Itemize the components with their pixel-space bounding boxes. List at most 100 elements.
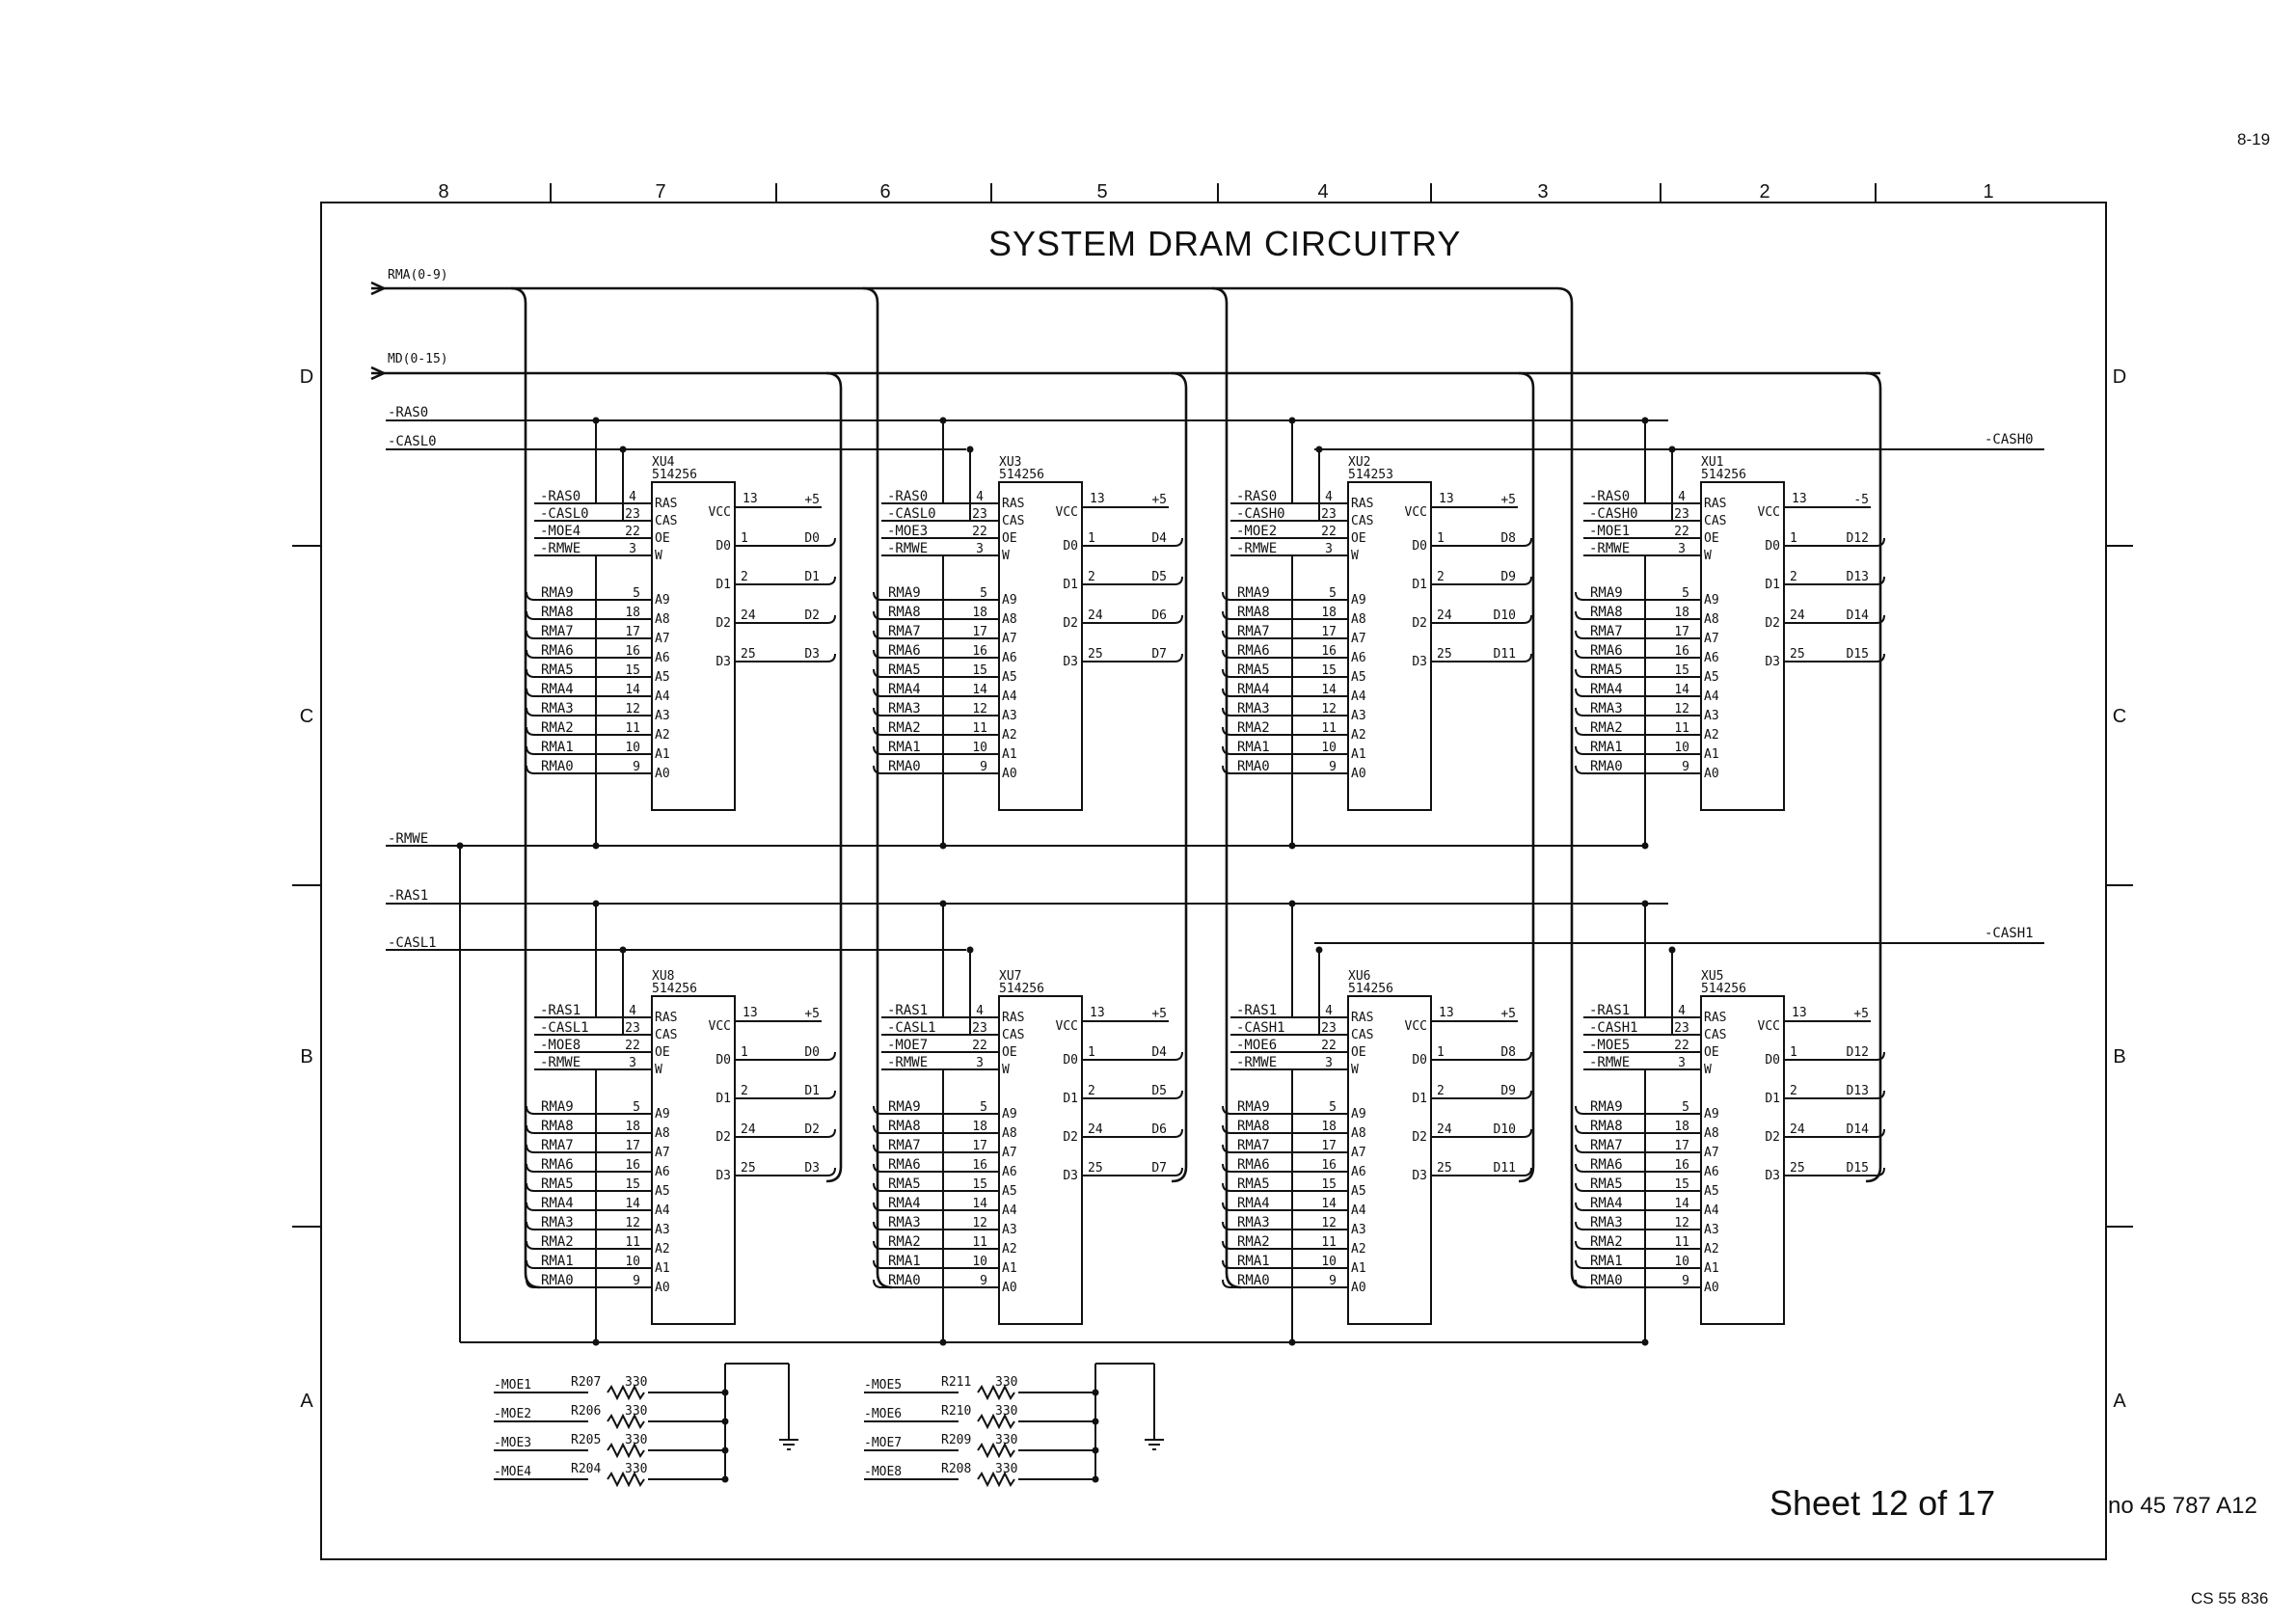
addr-signal: RMA0	[1237, 1273, 1270, 1288]
pin-number: 23	[1674, 507, 1689, 522]
addr-signal: RMA6	[888, 643, 921, 659]
pin-signal: -CASH0	[1236, 506, 1285, 522]
ic-ref: XU1	[1701, 455, 1723, 470]
addr-wire	[526, 1259, 652, 1269]
pin-name: A7	[1351, 1146, 1366, 1160]
addr-signal: RMA8	[1590, 1119, 1623, 1134]
addr-wire	[873, 668, 999, 678]
vcc-label: +5	[804, 1007, 820, 1021]
junction-dot	[1641, 417, 1649, 424]
column-label: 5	[1096, 181, 1107, 203]
ic-part-number: 514256	[652, 982, 697, 996]
pin-number: 3	[1325, 542, 1333, 556]
ic-xu7	[998, 995, 1083, 1325]
addr-wire	[1575, 591, 1701, 601]
pin-name: A4	[655, 689, 670, 704]
addr-wire	[526, 1182, 652, 1192]
pin-name: A4	[1002, 1203, 1017, 1218]
addr-wire	[1575, 1124, 1701, 1134]
pin-signal: -RMWE	[887, 541, 928, 556]
pin-name: D2	[716, 616, 731, 631]
pin-name: A3	[1002, 709, 1017, 723]
data-signal: D11	[1494, 1161, 1516, 1176]
data-wire	[1784, 653, 1885, 662]
pin-number: 22	[972, 525, 987, 539]
signal-cash0: -CASH0	[1985, 432, 2034, 447]
column-label: 3	[1537, 181, 1548, 203]
ic-part-number: 514256	[999, 982, 1044, 996]
pin-name: A5	[655, 670, 670, 685]
pin-name: A8	[655, 1126, 670, 1141]
pin-number: 2	[1790, 570, 1797, 584]
addr-signal: RMA5	[1237, 1176, 1270, 1192]
addr-wire	[526, 726, 652, 736]
addr-wire	[1575, 688, 1701, 697]
resistor-icon	[977, 1471, 1015, 1488]
pin-number: 16	[1321, 644, 1337, 659]
pin-number: 4	[1325, 1004, 1333, 1018]
addr-wire	[873, 649, 999, 659]
addr-signal: RMA8	[541, 1119, 574, 1134]
data-signal: D13	[1847, 1084, 1869, 1098]
addr-wire	[526, 1105, 652, 1115]
pin-name: A0	[655, 767, 670, 781]
addr-wire	[1222, 1144, 1348, 1153]
pin-name: D1	[1063, 1092, 1078, 1106]
ic-part-number: 514256	[1701, 468, 1746, 482]
pin-name: A2	[655, 728, 670, 743]
resistor-ref: R206	[571, 1404, 601, 1419]
pin-number: 9	[980, 760, 987, 774]
data-wire	[1082, 653, 1183, 662]
pin-name: D1	[716, 578, 731, 592]
pin-name: W	[1704, 1063, 1712, 1077]
addr-wire	[1222, 765, 1348, 774]
junction-dot	[619, 946, 627, 954]
resistor-signal: -MOE3	[494, 1436, 531, 1450]
junction-dot	[1288, 417, 1296, 424]
addr-signal: RMA3	[1237, 1215, 1270, 1230]
pin-name: A6	[1704, 1165, 1719, 1179]
bus-md-branch	[1518, 371, 1535, 1183]
pin-number: 15	[625, 1177, 640, 1192]
pin-name: VCC	[709, 1019, 731, 1034]
pin-number: 11	[1674, 721, 1689, 736]
addr-signal: RMA3	[541, 701, 574, 716]
pin-name: A7	[1704, 632, 1719, 646]
pin-name: A0	[1351, 1281, 1366, 1295]
pin-name: A5	[1002, 670, 1017, 685]
pin-number: 2	[1088, 1084, 1095, 1098]
pin-name: A1	[1704, 1261, 1719, 1276]
pin-number: 3	[976, 542, 984, 556]
data-wire	[1784, 614, 1885, 624]
pin-number: 12	[1321, 702, 1337, 716]
pin-signal: -RMWE	[1589, 541, 1630, 556]
pin-name: A8	[1351, 1126, 1366, 1141]
addr-signal: RMA4	[1237, 682, 1270, 697]
pin-number: 16	[625, 1158, 640, 1173]
pin-name: A4	[1002, 689, 1017, 704]
data-wire	[1431, 653, 1532, 662]
addr-wire	[1575, 726, 1701, 736]
pin-name: D3	[1765, 655, 1780, 669]
addr-wire	[526, 1279, 652, 1288]
pin-name: A9	[655, 593, 670, 608]
junction-dot	[1315, 946, 1323, 954]
pin-number: 4	[629, 490, 636, 504]
addr-signal: RMA2	[1237, 1234, 1270, 1250]
pin-number: 22	[1321, 1039, 1337, 1053]
pin-name: A2	[1704, 1242, 1719, 1257]
pin-number: 18	[625, 606, 640, 620]
pin-number: 3	[629, 1056, 636, 1070]
junction-dot	[592, 900, 600, 907]
pin-name: A5	[1704, 670, 1719, 685]
pin-name: RAS	[1704, 1011, 1726, 1025]
resistor-signal: -MOE6	[864, 1407, 902, 1421]
addr-signal: RMA3	[541, 1215, 574, 1230]
pin-name: A3	[1351, 1223, 1366, 1237]
pin-number: 5	[633, 586, 640, 601]
resistor-ref: R209	[941, 1433, 971, 1447]
addr-wire	[1575, 668, 1701, 678]
pin-name: D1	[1412, 578, 1427, 592]
ic-ref: XU4	[652, 455, 675, 470]
addr-wire	[1575, 765, 1701, 774]
